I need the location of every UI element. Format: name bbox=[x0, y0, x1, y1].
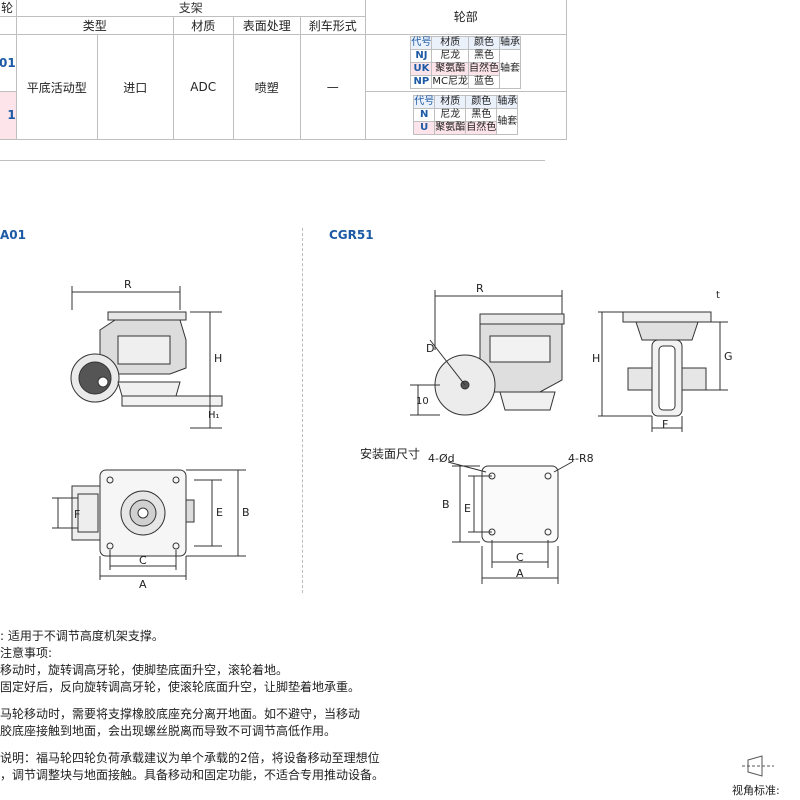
dim-c-left: C bbox=[139, 554, 147, 567]
wt1-bearing: 轴套 bbox=[499, 49, 522, 90]
dim-f-left: F bbox=[74, 508, 80, 521]
dim-e-right: E bbox=[464, 502, 471, 515]
dim-t-right: t bbox=[716, 290, 720, 301]
wt2-code: N bbox=[413, 108, 436, 123]
wt2-material: 尼龙 bbox=[434, 108, 467, 123]
type-cell: 平底活动型 进口 bbox=[15, 34, 174, 140]
wt1-h-color: 颜色 bbox=[468, 36, 501, 51]
row-code-1: 01 bbox=[0, 34, 17, 92]
wt1-h-material: 材质 bbox=[431, 36, 470, 51]
wheel-table-1-cell: 代号 材质 颜色 轴承 NJ 尼龙 黑色 轴套 UK 聚氨酯 自然色 N bbox=[364, 34, 567, 92]
note-line: 说明：福马轮四轮负荷承载建议为单个承载的2倍，将设备移动至理想位 bbox=[0, 751, 380, 765]
col-type: 类型 bbox=[15, 16, 174, 35]
note-line: 马轮移动时，需要将支撑橡胶底座充分离开地面。如不避守，当移动 bbox=[0, 707, 361, 721]
wt1-color: 自然色 bbox=[468, 62, 501, 77]
projection-icon bbox=[742, 755, 774, 777]
table-bottom-line bbox=[0, 160, 545, 161]
dim-h-right: H bbox=[592, 352, 600, 365]
finish-value: 喷塑 bbox=[232, 34, 301, 140]
wt2-material: 聚氨酯 bbox=[434, 121, 467, 136]
drawing-divider bbox=[302, 228, 303, 593]
dim-r-right: R bbox=[476, 282, 484, 295]
wt2-color: 黑色 bbox=[465, 108, 498, 123]
dim-r-left: R bbox=[124, 278, 132, 291]
right-drawing: R D 10 H t G F 安装面尺寸 4-Ød 4-R8 B E C A bbox=[360, 282, 733, 584]
notes-block: : 适用于不调节高度机架支撑。 注意事项: 移动时，旋转调高牙轮，使脚垫底面升空… bbox=[0, 628, 384, 784]
wheel-table-2-cell: 代号 材质 颜色 轴承 N 尼龙 黑色 轴套 U 聚氨酯 自然色 bbox=[364, 90, 567, 141]
wt2-code: U bbox=[413, 121, 436, 136]
wt1-code: NJ bbox=[410, 49, 433, 64]
wheel-table-2: 代号 材质 颜色 轴承 N 尼龙 黑色 轴套 U 聚氨酯 自然色 bbox=[413, 95, 519, 136]
wt2-h-code: 代号 bbox=[413, 95, 436, 110]
note-line: : 适用于不调节高度机架支撑。 bbox=[0, 629, 164, 643]
col-finish: 表面处理 bbox=[232, 16, 301, 35]
dim-f-right: F bbox=[662, 418, 668, 431]
dim-h-left: H bbox=[214, 352, 222, 365]
wt1-code: NP bbox=[410, 75, 433, 90]
dim-d-right: D bbox=[426, 342, 434, 355]
wt2-h-color: 颜色 bbox=[465, 95, 498, 110]
right-model-label: CGR51 bbox=[329, 228, 374, 242]
wheel-header: 轮部 bbox=[364, 0, 567, 35]
wt1-color: 蓝色 bbox=[468, 75, 501, 90]
wt1-material: 尼龙 bbox=[431, 49, 470, 64]
wt1-color: 黑色 bbox=[468, 49, 501, 64]
group-header: 支架 bbox=[15, 0, 366, 17]
left-model-label: A01 bbox=[0, 228, 26, 242]
view-standard-label: 视角标准: bbox=[732, 784, 780, 797]
wt2-h-material: 材质 bbox=[434, 95, 467, 110]
wt1-material: MC尼龙 bbox=[431, 75, 470, 90]
note-line: ，调节调整块与地面接触。具备移动和固定功能，不适合专用推动设备。 bbox=[0, 768, 385, 782]
left-drawing: R H H₁ F E B C A bbox=[52, 278, 250, 591]
wt2-color: 自然色 bbox=[465, 121, 498, 136]
material-value: 进口 bbox=[123, 80, 148, 95]
wt1-h-code: 代号 bbox=[410, 36, 433, 51]
wt1-material: 聚氨酯 bbox=[431, 62, 470, 77]
wt2-h-bearing: 轴承 bbox=[496, 95, 519, 110]
col-material: 材质 bbox=[172, 16, 234, 35]
dim-10-right: 10 bbox=[416, 396, 429, 407]
note-line: 胶底座接触到地面，会出现螺丝脱离而导致不可调节高低作用。 bbox=[0, 724, 337, 738]
dim-4r8: 4-R8 bbox=[568, 452, 594, 465]
dim-4d: 4-Ød bbox=[428, 452, 455, 465]
wt2-bearing: 轴套 bbox=[496, 108, 519, 136]
corner-cell: 轮 bbox=[0, 0, 17, 17]
wheel-table-1: 代号 材质 颜色 轴承 NJ 尼龙 黑色 轴套 UK 聚氨酯 自然色 N bbox=[410, 36, 522, 90]
col-brake: 刹车形式 bbox=[299, 16, 366, 35]
brake-value: — bbox=[299, 34, 366, 140]
dim-g-right: G bbox=[724, 350, 733, 363]
dim-e-left: E bbox=[216, 506, 223, 519]
material2-value: ADC bbox=[172, 34, 234, 140]
dim-c-right: C bbox=[516, 551, 524, 564]
note-line: 注意事项: bbox=[0, 646, 53, 660]
dim-h1-left: H₁ bbox=[208, 410, 220, 421]
mount-title: 安装面尺寸 bbox=[360, 446, 420, 461]
dim-a-left: A bbox=[139, 578, 147, 591]
row-code-2: 1 bbox=[0, 90, 17, 141]
note-line: 固定好后，反向旋转调高牙轮，使滚轮底面升空，让脚垫着地承重。 bbox=[0, 680, 361, 694]
type-value: 平底活动型 bbox=[17, 35, 98, 139]
spec-table: 轮 支架 轮部 类型 材质 表面处理 刹车形式 01 平底活动型 进口 ADC … bbox=[0, 0, 567, 141]
dim-a-right: A bbox=[516, 567, 524, 580]
dim-b-right: B bbox=[442, 498, 450, 511]
dim-b-left: B bbox=[242, 506, 250, 519]
wt1-h-bearing: 轴承 bbox=[499, 36, 522, 51]
wt1-code: UK bbox=[410, 62, 433, 77]
note-line: 移动时，旋转调高牙轮，使脚垫底面升空，滚轮着地。 bbox=[0, 663, 289, 677]
